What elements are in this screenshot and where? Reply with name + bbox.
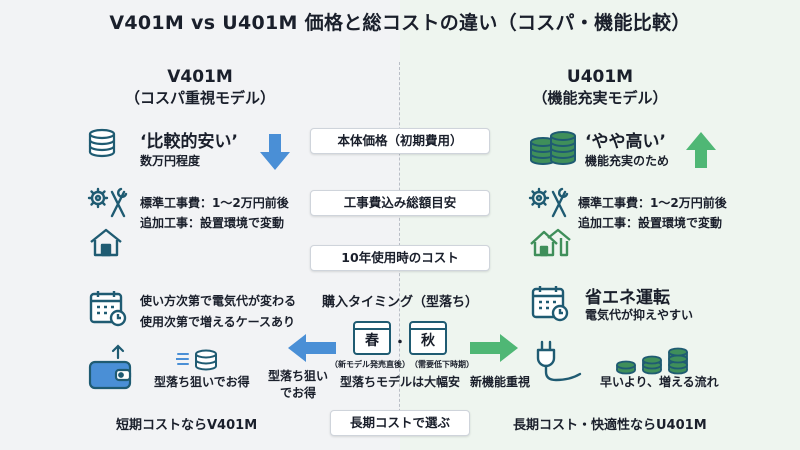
page-title: V401M vs U401M 価格と総コストの違い（コスパ・機能比較） <box>109 12 691 34</box>
new-feature-text: 新機能重視 <box>470 375 531 389</box>
left-bargain-text: 型落ち狙いでお得 <box>154 375 250 389</box>
left-footer: 短期コストならV401M <box>116 418 258 433</box>
house-icon <box>90 228 122 257</box>
plug-icon <box>536 340 582 382</box>
left-usage-line1: 使い方次第で電気代が変わる <box>140 294 297 308</box>
season-dot: ・ <box>393 335 407 351</box>
right-growth-text: 早いより、増える流れ <box>600 375 719 389</box>
coins-stack-icon <box>530 131 576 165</box>
left-arrow-icon <box>288 334 336 362</box>
discount-text: 型落ちモデルは大幅安 <box>340 375 461 389</box>
right-model-subtitle: （機能充実モデル） <box>532 89 668 107</box>
right-footer: 長期コスト・快適性ならU401M <box>513 418 707 433</box>
wallet-icon <box>88 344 132 390</box>
right-price-sub: 機能充実のため <box>585 154 670 168</box>
spring-note: （新モデル発売直後） <box>330 360 410 369</box>
pill-initial-price: 本体価格（初期費用） <box>310 128 490 154</box>
right-eco-title: 省エネ運転 <box>585 288 670 308</box>
right-heading: U401M （機能充実モデル） <box>510 66 690 109</box>
left-price-title: ‘比較的安い’ <box>140 132 238 152</box>
left-panel <box>0 0 400 450</box>
pill-total-with-install: 工事費込み総額目安 <box>310 190 490 216</box>
autumn-label: 秋 <box>421 333 435 349</box>
left-arrow-caption: 型落ち狙い でお得 <box>262 368 334 402</box>
coins-stack-icon <box>176 349 217 371</box>
autumn-note: （需要低下時期） <box>410 360 474 369</box>
tools-icon <box>87 187 128 218</box>
left-arrow-caption-line1: 型落ち狙い <box>267 369 328 383</box>
spring-label: 春 <box>365 333 379 349</box>
tools-icon <box>528 187 569 218</box>
right-arrow-icon <box>470 334 518 362</box>
left-model-name: V401M <box>167 67 233 87</box>
left-price-sub: 数万円程度 <box>140 154 201 168</box>
left-work-line1: 標準工事費：1～2万円前後 <box>140 196 289 210</box>
right-work-line1: 標準工事費：1～2万円前後 <box>578 196 727 210</box>
left-model-subtitle: （コスパ重視モデル） <box>124 89 275 107</box>
timing-label: 購入タイミング（型落ち） <box>321 295 478 310</box>
pill-ten-year-cost: 10年使用時のコスト <box>310 245 490 271</box>
right-work-line2: 追加工事：設置環境で変動 <box>578 216 723 230</box>
growing-coins-icon <box>616 347 688 375</box>
calendar-spring-icon: 春 <box>353 321 391 355</box>
right-price-title: ‘やや高い’ <box>585 132 666 152</box>
left-arrow-caption-line2: でお得 <box>279 386 316 400</box>
right-eco-sub: 電気代が抑えやすい <box>585 308 694 322</box>
calendar-autumn-icon: 秋 <box>409 321 447 355</box>
down-arrow-icon <box>260 134 290 170</box>
left-work-line2: 追加工事：設置環境で変動 <box>140 216 285 230</box>
calendar-icon <box>89 291 127 327</box>
left-heading: V401M （コスパ重視モデル） <box>110 66 290 109</box>
right-model-name: U401M <box>566 67 634 87</box>
house-icon <box>530 228 571 257</box>
right-panel <box>400 0 800 450</box>
pill-long-term-choice: 長期コストで選ぶ <box>330 410 470 436</box>
left-usage-line2: 使用次第で増えるケースあり <box>140 315 296 329</box>
calendar-icon <box>531 286 569 322</box>
coins-stack-icon <box>88 128 116 158</box>
up-arrow-icon <box>686 132 716 168</box>
